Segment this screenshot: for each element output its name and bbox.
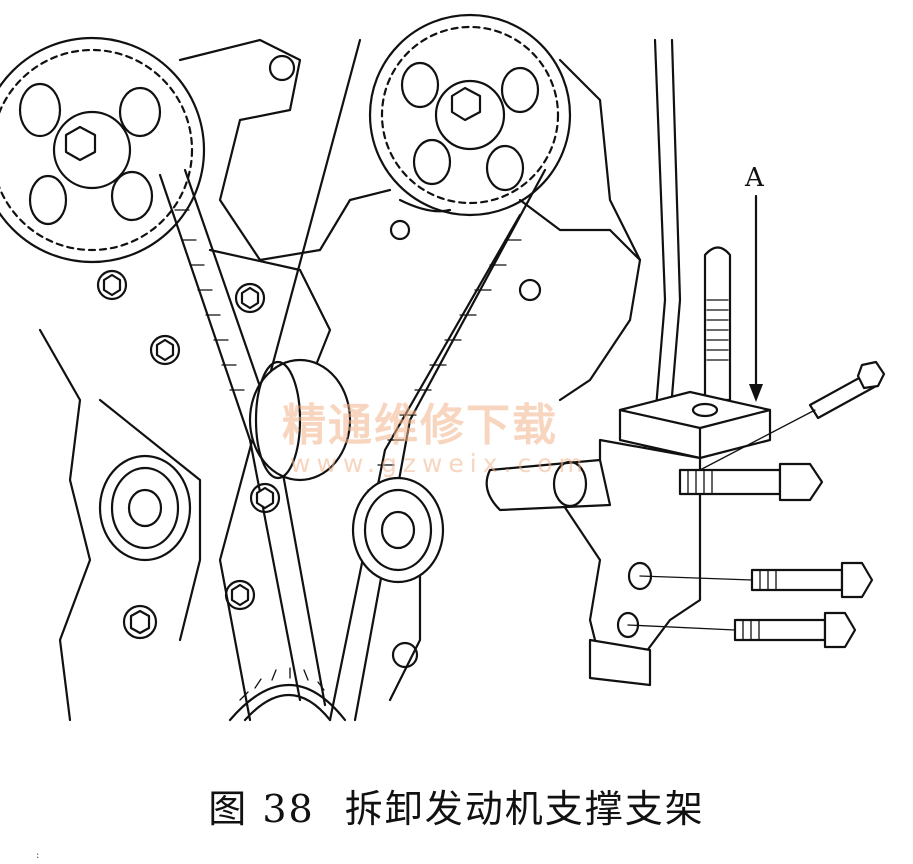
bracket-bolt-upper — [808, 360, 886, 420]
figure-title: 拆卸发动机支撑支架 — [344, 787, 705, 831]
left-idler-pulley — [98, 454, 192, 562]
crankshaft-sprocket — [228, 667, 347, 722]
right-camshaft-sprocket — [368, 13, 572, 217]
watermark: 精通维修下载 www.gzweix.com — [282, 400, 589, 478]
leader-lines — [627, 409, 816, 631]
block-bolts — [96, 269, 419, 669]
bracket-bolt-lower-1 — [750, 561, 874, 599]
corner-mark: : — [36, 850, 40, 861]
figure-number: 图 38 — [208, 787, 315, 831]
bracket-bolt-lower-2 — [733, 611, 857, 649]
bracket-bolt-middle — [678, 462, 824, 502]
watermark-url: www.gzweix.com — [290, 449, 589, 478]
callout-a: A — [744, 163, 765, 402]
left-camshaft-sprocket — [0, 36, 206, 264]
callout-a-label: A — [744, 163, 765, 193]
engine-support-bracket — [485, 246, 772, 687]
right-idler-pulley — [351, 476, 445, 584]
timing-belt — [158, 38, 547, 722]
watermark-site-name: 精通维修下载 — [282, 400, 558, 451]
water-pump — [248, 358, 352, 482]
figure-caption: 图 38 拆卸发动机支撑支架 — [0, 778, 913, 833]
engine-block — [38, 38, 642, 722]
